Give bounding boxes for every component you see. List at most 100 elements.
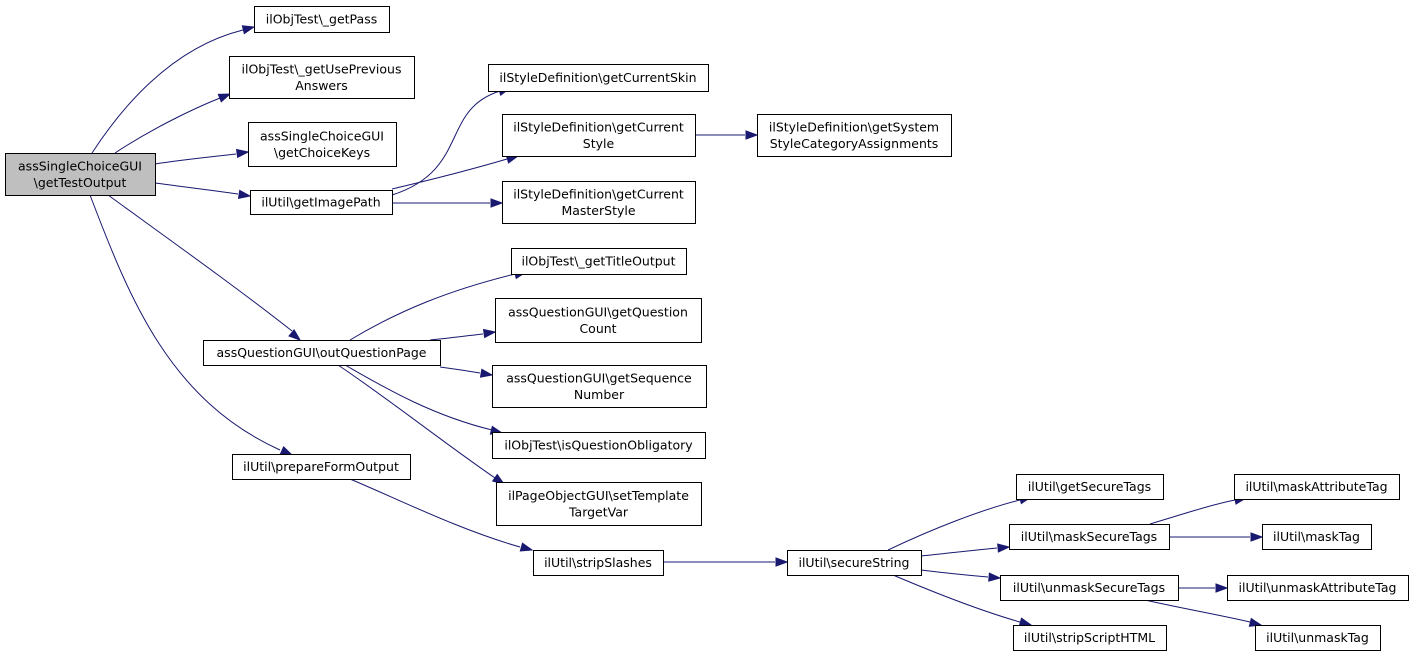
arrowhead-icon: [482, 328, 497, 339]
edge-line: [349, 273, 516, 341]
node-label-line: ilObjTest\_getPass: [266, 12, 377, 27]
node-label-line: assQuestionGUI\getQuestion: [508, 304, 688, 319]
node-label-line: TargetVar: [568, 504, 629, 519]
edge-line: [1149, 499, 1236, 525]
edges-layer: [89, 25, 1264, 627]
edge-getImagePath-to-getCurrentMaster: [392, 198, 504, 208]
node-getTitleOutput[interactable]: ilObjTest\_getTitleOutput: [511, 248, 687, 275]
edge-root-to-getPass: [91, 25, 256, 154]
node-label-line: Count: [579, 321, 616, 336]
node-label-line: ilUtil\maskSecureTags: [1021, 529, 1157, 544]
edge-line: [439, 366, 481, 374]
node-label-line: ilUtil\stripSlashes: [544, 555, 652, 570]
node-root[interactable]: assSingleChoiceGUI \getTestOutput: [5, 153, 156, 196]
edge-getImagePath-to-getCurrentStyle: [391, 154, 520, 190]
node-getSysStyle[interactable]: ilStyleDefinition\getSystemStyleCategory…: [757, 114, 952, 157]
node-box: [1013, 625, 1167, 651]
node-label-line: ilUtil\getImagePath: [261, 195, 380, 210]
node-prepareFormOutput[interactable]: ilUtil\prepareFormOutput: [232, 454, 411, 480]
node-isQuestionObligatory[interactable]: ilObjTest\isQuestionObligatory: [492, 432, 706, 459]
node-label-line: ilObjTest\_getTitleOutput: [521, 254, 675, 269]
node-label-line: MasterStyle: [561, 203, 635, 218]
edge-secureString-to-unmaskSecureTags: [920, 569, 1002, 582]
node-box: [488, 64, 709, 92]
edge-line: [892, 574, 1021, 623]
node-maskSecureTags[interactable]: ilUtil\maskSecureTags: [1009, 524, 1170, 550]
arrowhead-icon: [490, 198, 504, 208]
arrowhead-icon: [1018, 617, 1033, 627]
edge-root-to-getChoiceKeys: [154, 148, 250, 165]
node-box: [495, 298, 702, 343]
edge-secureString-to-maskSecureTags: [920, 543, 1011, 557]
node-stripScriptHTML[interactable]: ilUtil\stripScriptHTML: [1013, 625, 1167, 651]
node-maskTag[interactable]: ilUtil\maskTag: [1262, 524, 1372, 550]
node-box: [1000, 575, 1179, 601]
node-label-line: Style: [583, 136, 615, 151]
node-box: [1255, 625, 1381, 651]
node-box: [232, 454, 411, 480]
node-box: [492, 432, 706, 459]
node-box: [229, 56, 415, 99]
edge-line: [887, 499, 1021, 551]
node-getPass[interactable]: ilObjTest\_getPass: [254, 6, 390, 33]
edge-root-to-getImagePath: [154, 182, 252, 199]
node-box: [502, 181, 696, 224]
arrowhead-icon: [519, 542, 534, 552]
node-box: [787, 550, 922, 576]
edge-unmaskSecureTags-to-unmaskTag: [1144, 599, 1263, 627]
edge-root-to-getUsePrev: [114, 93, 232, 154]
node-unmaskTag[interactable]: ilUtil\unmaskTag: [1255, 625, 1381, 651]
node-box: [1227, 575, 1409, 601]
node-box: [496, 482, 702, 526]
edge-unmaskSecureTags-to-unmaskAttributeTag: [1177, 583, 1229, 593]
edge-maskSecureTags-to-maskTag: [1169, 532, 1264, 542]
node-label-line: \getTestOutput: [34, 175, 127, 190]
node-label-line: ilStyleDefinition\getCurrentSkin: [499, 70, 696, 85]
node-getCurrentSkin[interactable]: ilStyleDefinition\getCurrentSkin: [488, 64, 709, 92]
node-secureString[interactable]: ilUtil\secureString: [787, 550, 922, 576]
node-maskAttributeTag[interactable]: ilUtil\maskAttributeTag: [1234, 474, 1400, 500]
node-box: [511, 248, 687, 275]
node-label-line: ilStyleDefinition\getCurrent: [513, 119, 684, 134]
edge-line: [344, 364, 493, 431]
node-box: [254, 6, 390, 33]
arrowhead-icon: [997, 543, 1011, 553]
node-box: [1234, 474, 1400, 500]
arrowhead-icon: [988, 572, 1002, 582]
arrowhead-icon: [288, 329, 302, 341]
node-getSecureTags[interactable]: ilUtil\getSecureTags: [1016, 474, 1164, 500]
edge-line: [154, 153, 237, 165]
node-unmaskSecureTags[interactable]: ilUtil\unmaskSecureTags: [1000, 575, 1179, 601]
node-label-line: \getChoiceKeys: [274, 145, 370, 160]
node-label-line: ilUtil\maskAttributeTag: [1245, 479, 1387, 494]
arrowhead-icon: [479, 368, 494, 378]
node-unmaskAttributeTag[interactable]: ilUtil\unmaskAttributeTag: [1227, 575, 1409, 601]
edge-line: [349, 478, 521, 548]
node-getChoiceKeys[interactable]: assSingleChoiceGUI \getChoiceKeys: [248, 122, 397, 167]
node-label-line: ilUtil\stripScriptHTML: [1024, 630, 1155, 645]
arrowhead-icon: [775, 557, 789, 567]
edge-root-to-outQuestionPage: [107, 194, 302, 341]
node-label-line: assSingleChoiceGUI: [260, 128, 384, 143]
edge-line: [114, 97, 221, 154]
node-getImagePath[interactable]: ilUtil\getImagePath: [250, 190, 393, 215]
node-label-line: assSingleChoiceGUI: [18, 158, 142, 173]
edge-line: [391, 90, 501, 196]
node-label-line: ilUtil\prepareFormOutput: [243, 459, 399, 474]
nodes-layer: assSingleChoiceGUI \getTestOutput ilObjTes…: [5, 6, 1409, 651]
arrowhead-icon: [1215, 583, 1229, 593]
node-label-line: Number: [574, 387, 625, 402]
edge-line: [89, 194, 281, 451]
node-label-line: StyleCategoryAssignments: [770, 136, 939, 151]
node-label-line: assQuestionGUI\outQuestionPage: [217, 345, 427, 360]
node-label-line: ilUtil\unmaskTag: [1266, 630, 1369, 645]
node-stripSlashes[interactable]: ilUtil\stripSlashes: [533, 550, 664, 576]
edge-prepareFormOutput-to-stripSlashes: [349, 478, 534, 552]
node-outQuestionPage[interactable]: assQuestionGUI\outQuestionPage: [203, 340, 441, 366]
